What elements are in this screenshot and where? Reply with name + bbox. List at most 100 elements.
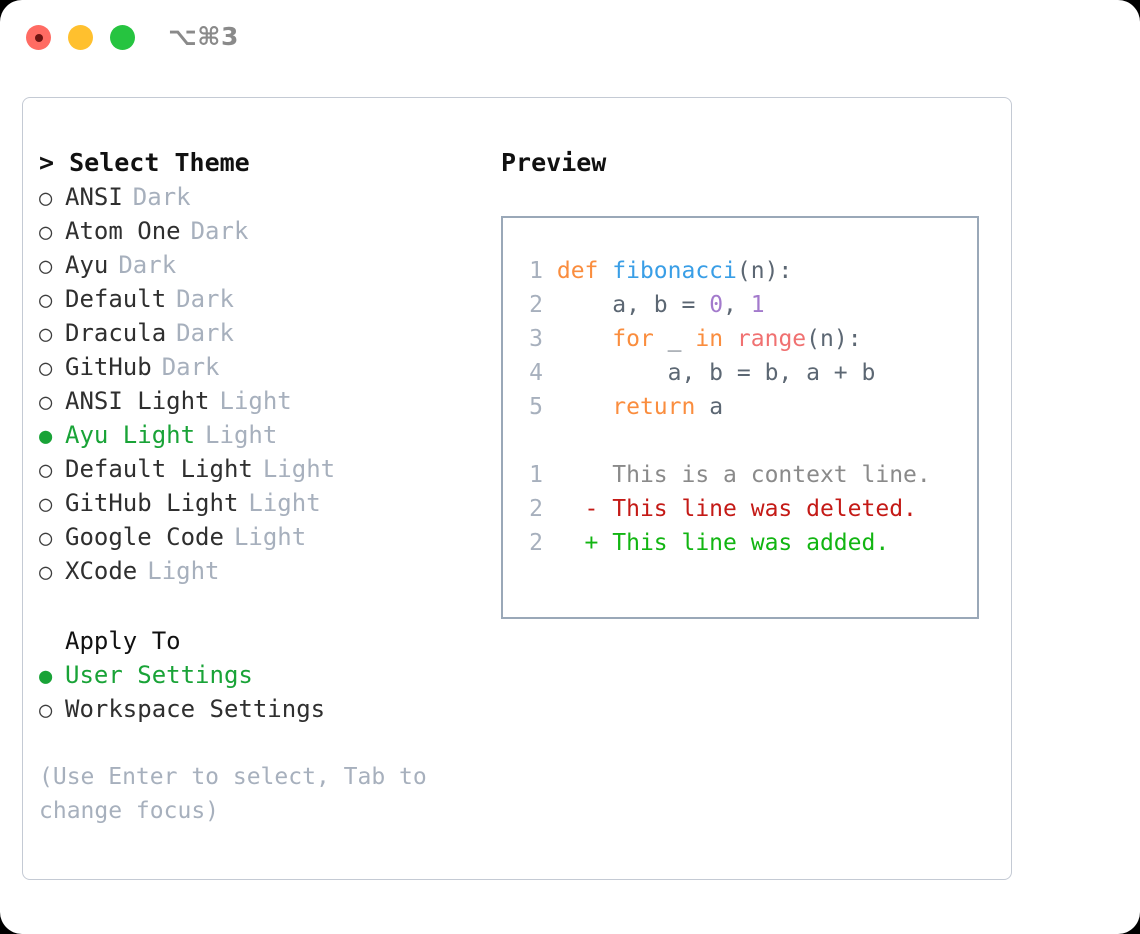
preview-column: Preview 1 def fibonacci(n):2 a, b = 0, 1… <box>501 146 1001 619</box>
preview-title: Preview <box>501 148 607 177</box>
code-token: range <box>736 326 807 352</box>
theme-variant-tag: Dark <box>161 353 220 381</box>
code-token: (n): <box>736 258 793 284</box>
code-token: fibonacci <box>612 258 737 284</box>
diff-marker <box>543 462 612 488</box>
apply-to-title: Apply To <box>65 627 181 655</box>
shortcut-label: ⌥⌘3 <box>168 22 239 51</box>
theme-variant-tag: Dark <box>118 251 177 279</box>
radio-unselected-icon: ○ <box>39 254 53 279</box>
theme-option[interactable]: ○ Google Code Light <box>39 520 499 554</box>
theme-option[interactable]: ○ ANSI Dark <box>39 180 499 214</box>
code-token: 1 <box>750 292 765 318</box>
diff-text: This is a context line. <box>612 462 931 488</box>
theme-option[interactable]: ○ Atom One Dark <box>39 214 499 248</box>
line-number: 1 <box>529 462 543 488</box>
theme-name: Ayu Light <box>65 421 196 449</box>
radio-unselected-icon: ○ <box>39 698 53 723</box>
radio-unselected-icon: ○ <box>39 526 53 551</box>
apply-to-list: ● User Settings ○ Workspace Settings <box>39 658 499 726</box>
apply-to-option[interactable]: ○ Workspace Settings <box>39 692 499 726</box>
minimize-button[interactable] <box>68 25 93 50</box>
diff-marker: + <box>543 530 613 556</box>
theme-variant-tag: Light <box>233 523 307 551</box>
code-token: 0 <box>709 292 724 318</box>
radio-unselected-icon: ○ <box>39 492 53 517</box>
close-button[interactable] <box>26 25 51 50</box>
radio-unselected-icon: ○ <box>39 186 53 211</box>
theme-variant-tag: Light <box>262 455 336 483</box>
diff-marker: - <box>543 496 613 522</box>
theme-variant-tag: Light <box>248 489 321 517</box>
keyboard-hint: (Use Enter to select, Tab to change focu… <box>39 764 427 824</box>
diff-text: This line was deleted. <box>612 496 917 522</box>
radio-unselected-icon: ○ <box>39 458 53 483</box>
theme-option[interactable]: ● Ayu Light Light <box>39 418 499 452</box>
diff-line: 1 This is a context line. <box>521 458 977 492</box>
theme-option[interactable]: ○ ANSI Light Light <box>39 384 499 418</box>
theme-name: ANSI Light <box>65 387 210 415</box>
theme-name: XCode <box>65 557 138 585</box>
code-token: , <box>723 292 751 318</box>
code-token: for <box>612 326 654 352</box>
code-line: 2 a, b = 0, 1 <box>521 288 977 322</box>
code-token: a, b = <box>556 292 710 318</box>
title-bar: ⌥⌘3 <box>0 0 1140 78</box>
code-token <box>557 326 612 352</box>
theme-variant-tag: Light <box>219 387 292 415</box>
radio-unselected-icon: ○ <box>39 288 53 313</box>
theme-option[interactable]: ○ GitHub Dark <box>39 350 499 384</box>
code-line: 3 for _ in range(n): <box>521 322 977 356</box>
apply-to-option[interactable]: ● User Settings <box>39 658 499 692</box>
code-token: (n): <box>806 326 862 352</box>
code-line: 4 a, b = b, a + b <box>521 356 977 390</box>
radio-unselected-icon: ○ <box>39 390 53 415</box>
apply-to-section: Apply To ● User Settings ○ Workspace Settin… <box>39 624 499 726</box>
code-token: _ <box>653 326 696 352</box>
apply-to-label: Workspace Settings <box>65 695 326 723</box>
theme-variant-tag: Dark <box>190 217 249 245</box>
line-number: 2 <box>529 496 543 522</box>
window-controls <box>26 25 135 50</box>
line-number: 1 <box>529 258 543 284</box>
apply-to-label: User Settings <box>65 661 253 689</box>
theme-name: Dracula <box>65 319 167 347</box>
radio-selected-icon: ● <box>39 424 53 449</box>
theme-name: Atom One <box>65 217 181 245</box>
code-token: a <box>695 394 724 420</box>
spacer <box>521 424 977 458</box>
code-line: 5 return a <box>521 390 977 424</box>
diff-line: 2 - This line was deleted. <box>521 492 977 526</box>
line-number: 5 <box>529 394 543 420</box>
theme-variant-tag: Dark <box>176 319 234 347</box>
theme-variant-tag: Dark <box>132 183 191 211</box>
diff-sample: 1 This is a context line.2 - This line w… <box>521 458 977 560</box>
code-token: return <box>612 394 696 420</box>
radio-unselected-icon: ○ <box>39 220 53 245</box>
theme-name: Google Code <box>65 523 224 551</box>
radio-unselected-icon: ○ <box>39 560 53 585</box>
theme-name: GitHub <box>65 353 152 381</box>
diff-text: This line was added. <box>612 530 890 556</box>
theme-name: ANSI <box>65 183 123 211</box>
code-token: a, b = b, a + b <box>556 360 876 386</box>
code-token <box>723 326 737 352</box>
theme-variant-tag: Light <box>205 421 278 449</box>
maximize-button[interactable] <box>110 25 135 50</box>
theme-name: Default <box>65 285 167 313</box>
code-token <box>557 394 612 420</box>
radio-unselected-icon: ○ <box>39 356 53 381</box>
code-token: in <box>695 326 724 352</box>
radio-selected-icon: ● <box>39 664 53 689</box>
